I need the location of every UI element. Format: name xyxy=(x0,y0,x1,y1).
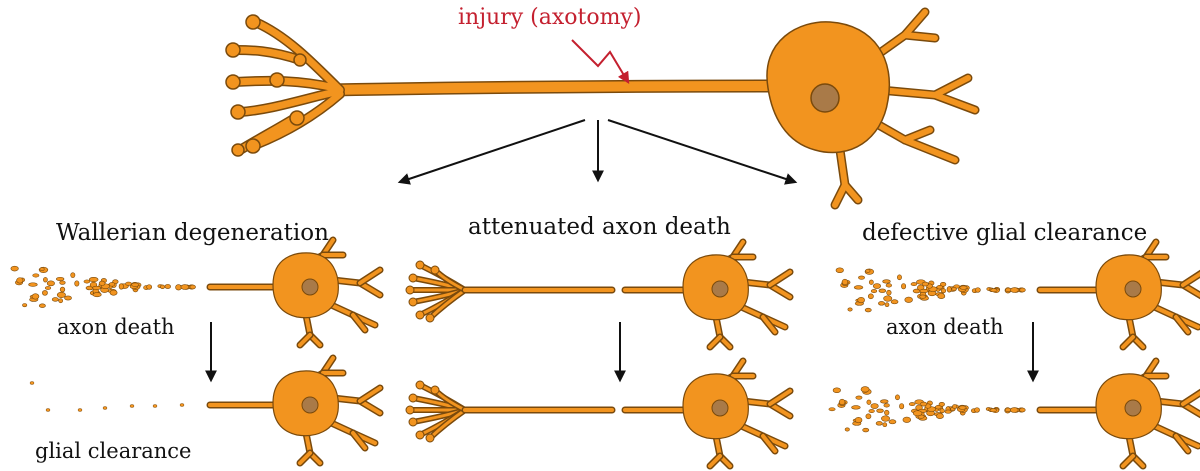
arrow-to-defective xyxy=(607,119,798,185)
axon-debris-left-top xyxy=(10,265,196,308)
soma-left-top xyxy=(272,236,384,349)
injury-arrow xyxy=(571,39,630,85)
small-neurons xyxy=(10,236,1200,470)
arrow-to-wallerian xyxy=(397,119,586,185)
soma-right-bottom xyxy=(1095,357,1200,470)
dendrites xyxy=(830,7,980,210)
terminal-middle-bottom xyxy=(405,380,468,443)
axon-death-label-left: axon death xyxy=(57,315,175,339)
down-arrows xyxy=(205,322,1039,383)
axon-death-label-right: axon death xyxy=(886,315,1004,339)
residual-debris-left xyxy=(29,381,185,412)
soma-right-top xyxy=(1095,238,1200,351)
synaptic-boutons xyxy=(225,14,307,157)
intact-neuron xyxy=(225,7,980,210)
terminal-middle-top xyxy=(405,260,468,323)
soma-left-bottom xyxy=(272,354,384,467)
soma-middle-bottom xyxy=(682,357,794,470)
wallerian-heading: Wallerian degeneration xyxy=(56,220,329,246)
defective-heading: defective glial clearance xyxy=(862,220,1147,246)
nucleus xyxy=(810,83,840,113)
axon-debris-right-bottom xyxy=(828,386,1026,433)
soma-middle-top xyxy=(682,238,794,351)
axon-terminal xyxy=(230,17,345,155)
axon-debris-right-top xyxy=(835,267,1026,313)
attenuated-heading: attenuated axon death xyxy=(468,214,731,240)
branch-arrows xyxy=(397,119,798,185)
glial-clearance-label: glial clearance xyxy=(35,439,192,463)
injury-label: injury (axotomy) xyxy=(458,5,641,30)
